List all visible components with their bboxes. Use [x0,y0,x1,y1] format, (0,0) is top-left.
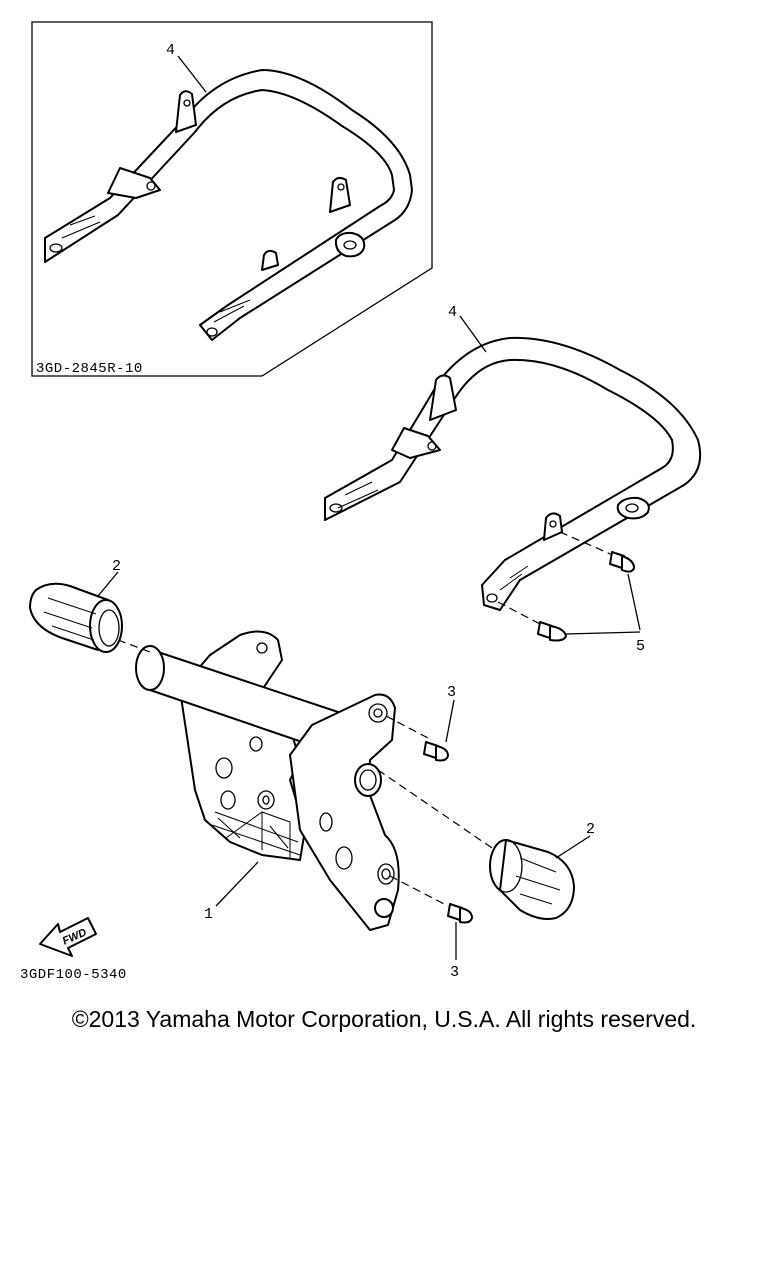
inset-frame [31,21,433,377]
end-cap-left [29,582,123,653]
callout-part-3-lower: 3 [450,964,459,981]
bolt-5-upper [609,551,635,573]
parts-diagram: 4 4 2 5 3 2 1 3 3GD-2845R-10 3GDF100-534… [20,21,702,983]
inset-grab-bar [44,69,413,341]
grab-bar-main [324,336,702,626]
guard-plate [135,630,400,931]
copyright-notice: ©2013 Yamaha Motor Corporation, U.S.A. A… [71,1006,697,1032]
callout-part-5: 5 [636,638,645,655]
callout-part-4-main: 4 [448,304,457,321]
figure-code: 3GDF100-5340 [20,967,127,983]
inset-code: 3GD-2845R-10 [36,361,143,377]
callout-part-2-left: 2 [112,558,121,575]
callout-part-4-inset: 4 [166,42,175,59]
fwd-arrow-icon: FWD [39,917,97,957]
bolt-3-lower [447,903,473,924]
bolt-5-lower [537,621,567,642]
end-cap-right [489,839,575,920]
callout-part-2-right: 2 [586,821,595,838]
callout-part-1: 1 [204,906,213,923]
bolt-3-upper [423,741,449,762]
callout-part-3-upper: 3 [447,684,456,701]
